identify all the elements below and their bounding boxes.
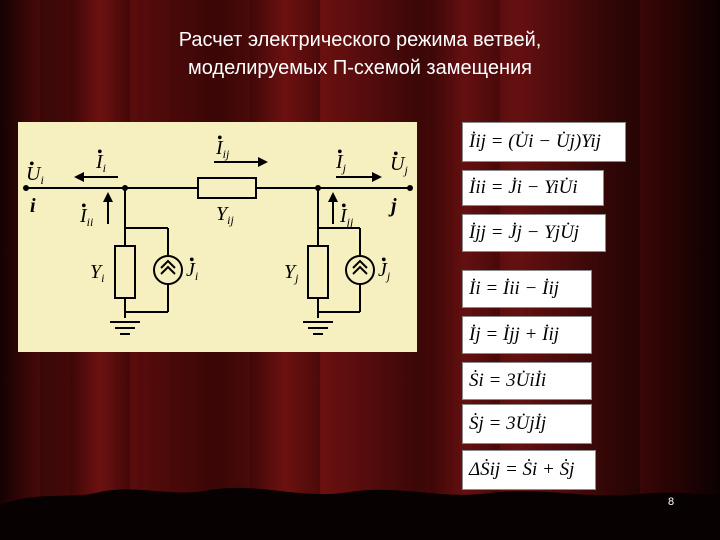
equation-box: Ṡj = 3U̇jİj	[462, 404, 592, 444]
equation-box: İi = İii − İij	[462, 270, 592, 308]
source-chevron-left-1	[160, 265, 176, 275]
current-label-i-ii: •Iii	[80, 198, 94, 229]
node-dot-left	[122, 185, 128, 191]
node-label-i: i	[30, 195, 36, 217]
voltage-label-u-j: •Uj	[390, 146, 408, 177]
arrowhead-ii	[103, 192, 113, 202]
admittance-label-y-j: Yj	[284, 261, 299, 285]
equation-box: İij = (U̇i − U̇j)Yij	[462, 122, 626, 162]
current-label-i-jj: •Ijj	[340, 198, 354, 229]
source-label-j-i: •Ji	[186, 252, 199, 283]
arrowhead-i	[74, 172, 84, 182]
node-label-j: j	[391, 195, 397, 217]
admittance-label-y-ij: Yij	[216, 203, 234, 227]
source-chevron-right-2	[352, 259, 368, 269]
curtain-fold	[640, 0, 720, 540]
current-label-i-j: •Ij	[336, 144, 347, 175]
arrowhead-jj	[328, 192, 338, 202]
title-line-2: моделируемых П-схемой замещения	[188, 57, 532, 79]
circuit-diagram: •Ui •Ii •Iij •Ij •Uj i j •Iii Yij •Ijj Y…	[18, 122, 417, 352]
title-line-1: Расчет электрического режима ветвей,	[178, 29, 542, 51]
source-chevron-right-1	[352, 265, 368, 275]
arrowhead-ij	[258, 157, 268, 167]
admittance-label-y-i: Yi	[90, 261, 105, 285]
terminal-dot-right	[407, 185, 413, 191]
shunt-admittance-left	[114, 245, 136, 299]
terminal-dot-left	[23, 185, 29, 191]
voltage-label-u-i: •Ui	[26, 156, 44, 187]
branch-admittance-resistor	[197, 177, 257, 199]
equation-box: İj = İjj + İij	[462, 316, 592, 354]
equation-box: Ṡi = 3U̇iİi	[462, 362, 592, 400]
shunt-admittance-right	[307, 245, 329, 299]
equation-box: İjj = J̇j − YjU̇j	[462, 214, 606, 252]
source-chevron-left-2	[160, 259, 176, 269]
arrowhead-j	[372, 172, 382, 182]
current-label-i-ij: •Iij	[216, 130, 230, 161]
slide-title: Расчет электрического режима ветвей, мод…	[110, 26, 610, 82]
current-label-i-i: •Ii	[96, 144, 107, 175]
node-dot-right	[315, 185, 321, 191]
page-number: 8	[668, 496, 675, 508]
circuit-drawing	[23, 157, 413, 335]
equation-box: ΔṠij = Ṡi + Ṡj	[462, 450, 596, 490]
source-label-j-j: •Jj	[378, 252, 391, 283]
equation-box: İii = J̇i − YiU̇i	[462, 170, 604, 206]
